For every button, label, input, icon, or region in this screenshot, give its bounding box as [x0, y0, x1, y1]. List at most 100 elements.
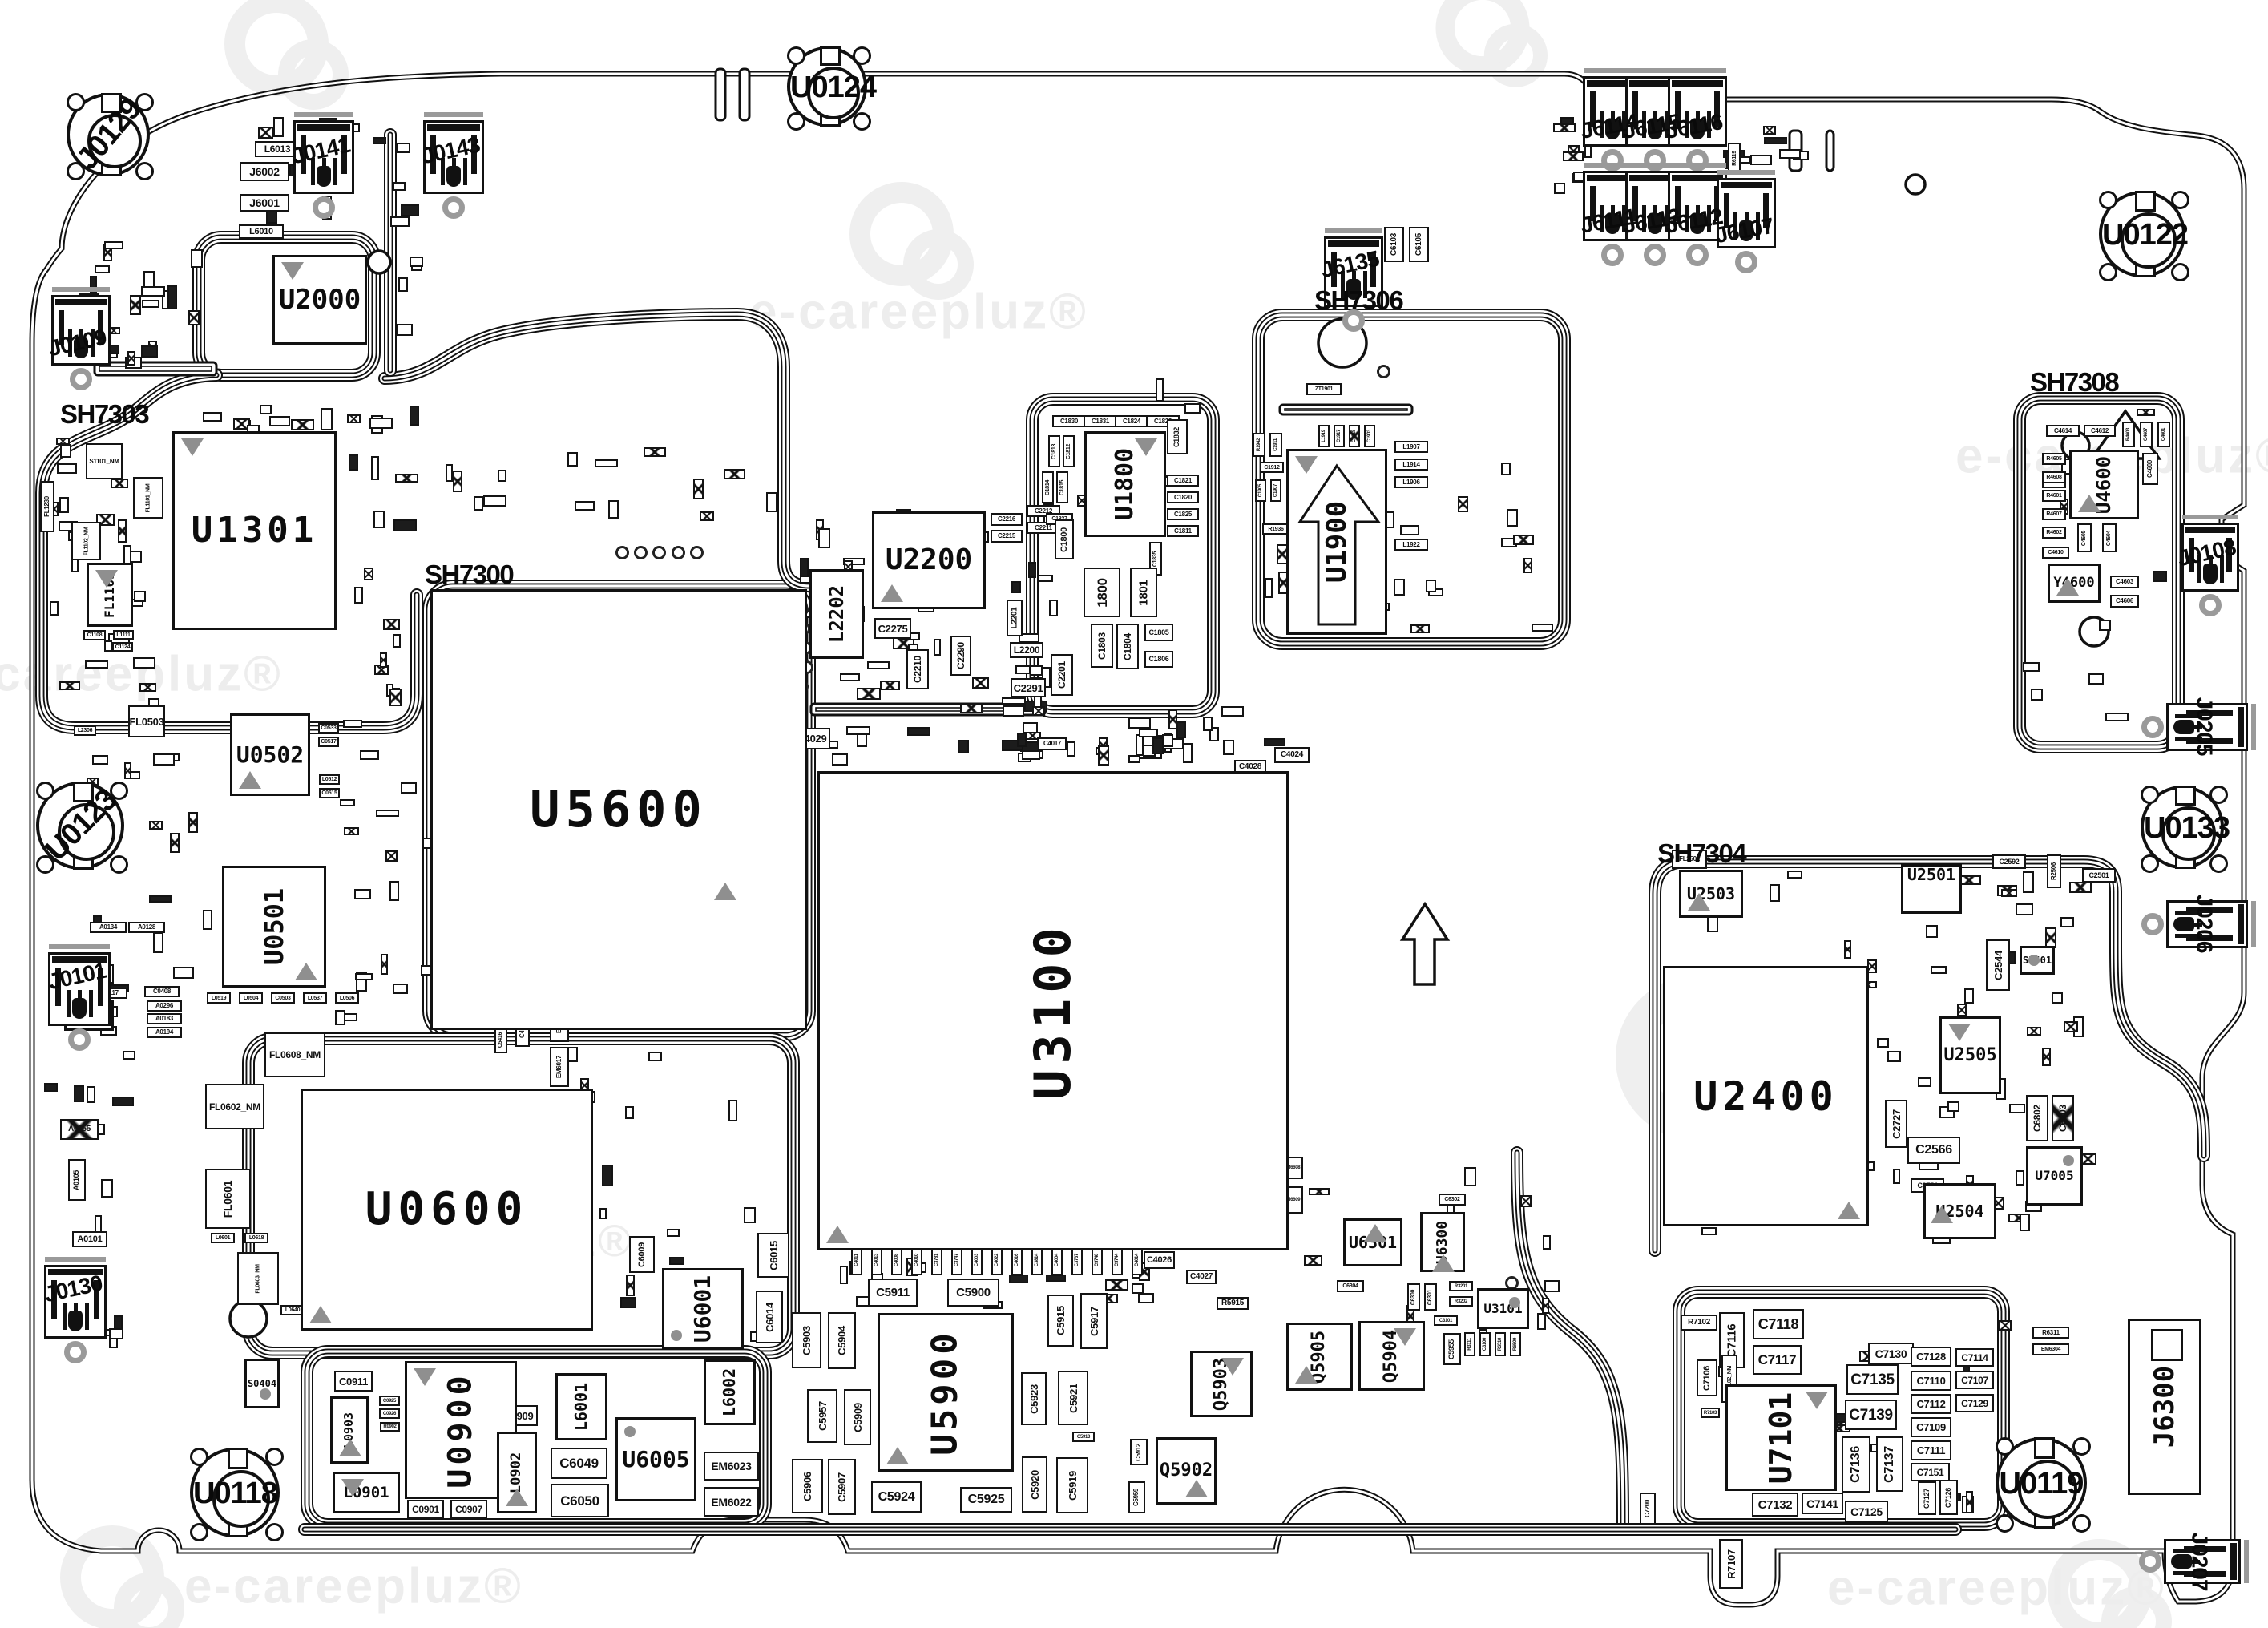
passive-component	[1947, 1101, 1960, 1113]
smd-c1832: C1832	[1167, 419, 1188, 454]
passive-component	[60, 444, 71, 458]
smd-label: L2200	[1013, 644, 1040, 656]
ic-l0902: L0902	[497, 1432, 537, 1513]
smd-label: L0504	[243, 995, 259, 1001]
smd-r6510: R6510	[1495, 1332, 1506, 1356]
connector-icon	[446, 166, 461, 187]
smd-c2216: C2216	[991, 513, 1023, 526]
passive-component	[1015, 665, 1031, 675]
connector-icon	[1626, 68, 1684, 73]
smd-label: C4614	[2053, 426, 2072, 434]
passive-component	[1553, 182, 1566, 194]
passive-component	[1523, 557, 1532, 574]
passive-component	[370, 455, 379, 480]
pin1-marker-icon	[181, 438, 204, 456]
smd-label: C7151	[1916, 1466, 1944, 1478]
smd-c7126: C7126	[1939, 1480, 1958, 1515]
passive-component	[601, 1164, 614, 1186]
passive-component	[2105, 712, 2129, 721]
smd-label: R2506	[2050, 862, 2058, 881]
smd-c5904: C5904	[828, 1312, 856, 1369]
pin1-marker-icon	[1185, 1480, 1208, 1497]
smd-c4614: C4614	[2046, 425, 2080, 437]
passive-component	[574, 500, 595, 511]
ic-u6001: U6001	[662, 1268, 744, 1350]
passive-component	[152, 753, 176, 766]
smd-c6014: C6014	[756, 1291, 783, 1343]
passive-component	[84, 660, 109, 669]
connector-icon	[72, 998, 87, 1019]
smd-label: C1804	[1122, 632, 1133, 660]
passive-component	[409, 256, 424, 267]
screw-hole-dot	[66, 92, 85, 111]
connector-pin-icon	[67, 990, 71, 1017]
connector-icon	[45, 1257, 106, 1262]
passive-component	[389, 688, 402, 707]
passive-component	[474, 495, 483, 511]
smd-c1806: C1806	[1144, 651, 1173, 668]
smd-c0533: C0533	[318, 723, 339, 733]
ic-fl1103: FL1103	[87, 563, 133, 627]
ic-u2504: U2504	[1923, 1183, 1996, 1239]
ic-u1301: U1301	[172, 431, 337, 630]
passive-component	[1002, 705, 1024, 717]
smd-1800: 1800	[1084, 568, 1120, 617]
passive-component	[149, 820, 163, 830]
screw-hole-dot	[1996, 1437, 2015, 1456]
passive-component	[453, 470, 463, 493]
passive-component	[389, 881, 399, 901]
connector-pad-ring	[2141, 716, 2164, 738]
connector-icon	[1672, 175, 1723, 181]
smd-label: C7141	[1806, 1497, 1838, 1510]
passive-component	[607, 500, 619, 519]
passive-component	[1543, 1235, 1551, 1250]
smd-label: C7112	[1916, 1398, 1946, 1410]
passive-component	[130, 295, 142, 316]
pin1-marker-icon	[414, 1368, 436, 1386]
smd-label: C7129	[1961, 1397, 1988, 1409]
shield-label-sh7300: SH7300	[425, 559, 515, 589]
pin1-marker-icon	[1806, 1392, 1828, 1409]
passive-component	[334, 1010, 346, 1026]
smd-c3100: C3100	[1479, 1332, 1491, 1356]
smd-fl0503: FL0503	[128, 705, 165, 737]
connector-pad-ring	[1686, 149, 1709, 172]
smd-label: R6311	[2042, 1328, 2060, 1336]
ic-label: U6001	[688, 1275, 716, 1343]
passive-component	[1027, 562, 1037, 579]
smd-label: A0183	[155, 1015, 174, 1022]
ic-u5600: U5600	[430, 589, 807, 1030]
smd-s1101_nm: S1101_NM	[86, 443, 123, 479]
passive-component	[385, 850, 398, 862]
smd-label: R3202	[1454, 1299, 1468, 1304]
connector-pad-ring	[1644, 244, 1666, 266]
connector-label-j0205: J0205	[2192, 697, 2218, 756]
smd-label: C0907	[455, 1504, 482, 1515]
passive-component	[1544, 1280, 1560, 1292]
smd-label: R6119	[1731, 150, 1737, 166]
smd-label: C3100	[1483, 1337, 1487, 1351]
smd-label: C6300	[1410, 1289, 1417, 1305]
pin1-dot-icon	[2063, 1155, 2074, 1166]
passive-component	[87, 1085, 95, 1103]
passive-component	[1104, 1279, 1128, 1291]
passive-component	[1265, 578, 1273, 598]
smd-label: C7135	[1850, 1371, 1895, 1388]
pin1-marker-icon	[2078, 495, 2101, 512]
smd-label: C1832	[1172, 426, 1181, 447]
screw-hole-label: U0122	[2102, 218, 2189, 252]
connector-icon	[294, 112, 353, 117]
smd-label: R3201	[1454, 1283, 1468, 1289]
passive-component	[1263, 738, 1285, 746]
smd-label: C1806	[1148, 655, 1169, 663]
connector-icon	[297, 124, 350, 131]
smd-l0506: L0506	[335, 992, 359, 1004]
smd-c1811: C1811	[1167, 525, 1199, 537]
screw-hole-u0123: U0123	[36, 782, 128, 874]
ic-l2202: L2202	[809, 569, 864, 659]
passive-component	[2022, 661, 2040, 673]
screw-hole-dot	[2072, 1437, 2091, 1456]
smd-l2200: L2200	[1010, 642, 1043, 658]
connector-icon	[2244, 1540, 2249, 1583]
smd-c4605: C4605	[2077, 523, 2092, 552]
